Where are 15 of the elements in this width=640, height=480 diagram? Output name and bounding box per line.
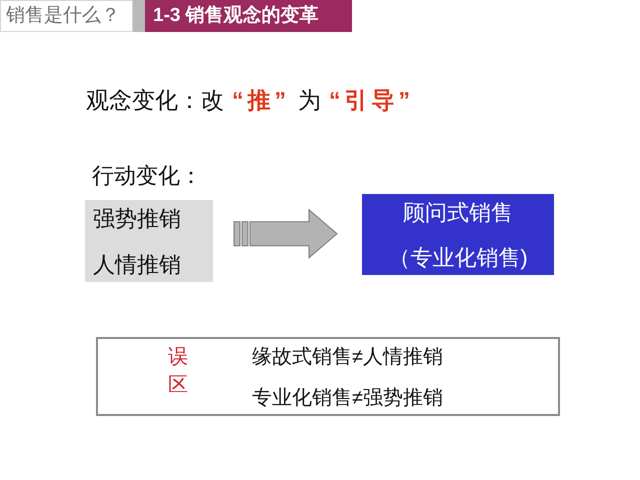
breadcrumb-tab: 销售是什么？: [0, 0, 133, 32]
note-tag: 误区: [168, 343, 188, 399]
method-box: [85, 200, 213, 282]
note-box: [96, 337, 560, 416]
method-text: 人情推销: [93, 251, 181, 279]
note-text: 缘故式销售≠人情推销: [252, 345, 443, 370]
heading-text: 观念变化：改“推”为“引导”: [86, 86, 415, 115]
block-arrow: [234, 208, 338, 259]
result-box: [362, 194, 554, 275]
result-text: 顾问式销售: [402, 199, 514, 227]
note-text: 专业化销售≠强势推销: [252, 386, 443, 411]
subheading-text: 行动变化：: [92, 162, 202, 190]
method-text: 强势推销: [93, 205, 181, 233]
section-title: 1-3 销售观念的变革: [145, 0, 352, 32]
result-text: （专业化销售): [387, 244, 529, 272]
